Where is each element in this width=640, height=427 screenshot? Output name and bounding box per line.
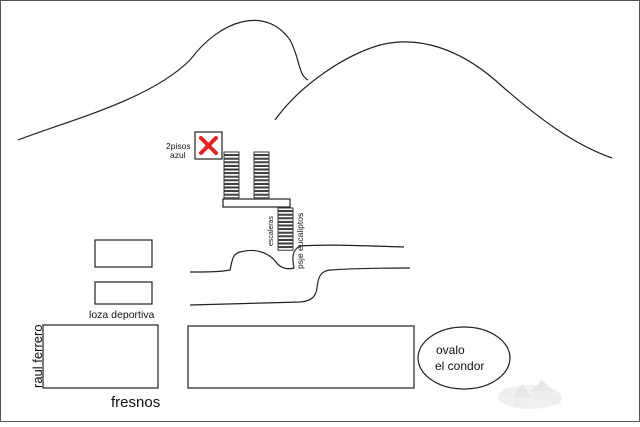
stairs-left bbox=[223, 151, 240, 199]
escaleras-label: escaleras bbox=[268, 216, 275, 246]
mountain-left-ridge bbox=[17, 19, 309, 141]
stair-step bbox=[253, 176, 270, 181]
stairs-middle bbox=[253, 151, 270, 199]
road-lower bbox=[189, 267, 411, 306]
stair-step bbox=[253, 165, 270, 170]
stair-step bbox=[223, 183, 240, 188]
stair-step bbox=[277, 232, 294, 237]
stair-step bbox=[253, 158, 270, 163]
stair-step bbox=[223, 176, 240, 181]
stairs-escaleras bbox=[277, 207, 294, 251]
stair-step bbox=[277, 225, 294, 230]
stair-step bbox=[253, 173, 270, 177]
house-watermark-icon bbox=[498, 380, 562, 409]
stair-step bbox=[223, 180, 240, 184]
stair-step bbox=[253, 183, 270, 188]
stair-step bbox=[277, 239, 294, 244]
x-mark-icon bbox=[199, 136, 218, 155]
road-upper bbox=[189, 244, 405, 273]
raul-ferrero-label: raul ferrero bbox=[30, 324, 45, 388]
mountain-right-ridge bbox=[274, 41, 613, 159]
stair-step bbox=[253, 180, 270, 184]
block-fresnos bbox=[187, 325, 415, 389]
ovalo-label-line2: el condor bbox=[435, 359, 484, 373]
stair-step bbox=[253, 187, 270, 192]
stair-step bbox=[253, 155, 270, 159]
loza-deportiva-label: loza deportiva bbox=[89, 309, 155, 321]
destination-marker[interactable] bbox=[194, 131, 223, 160]
stair-step bbox=[223, 151, 240, 156]
ovalo-el-condor[interactable] bbox=[417, 326, 511, 390]
fresnos-label: fresnos bbox=[111, 394, 160, 411]
stair-step bbox=[253, 162, 270, 166]
house-note-line2: azul bbox=[170, 150, 186, 160]
stair-step bbox=[277, 218, 294, 222]
stair-step bbox=[277, 211, 294, 215]
block-raul-ferrero bbox=[42, 324, 159, 389]
landing-platform bbox=[222, 198, 291, 208]
stair-step bbox=[223, 187, 240, 192]
stair-step bbox=[223, 194, 240, 199]
stair-step bbox=[223, 155, 240, 159]
stair-step bbox=[277, 236, 294, 240]
stair-step bbox=[253, 151, 270, 156]
stair-step bbox=[277, 207, 294, 212]
loza-deportiva-block[interactable] bbox=[94, 281, 153, 305]
stair-step bbox=[277, 243, 294, 248]
stair-step bbox=[253, 194, 270, 199]
house-note-line1: 2pisos bbox=[166, 141, 191, 151]
stair-step bbox=[253, 169, 270, 174]
stair-step bbox=[253, 191, 270, 195]
stair-step bbox=[277, 229, 294, 233]
stair-step bbox=[223, 169, 240, 174]
stair-step bbox=[223, 173, 240, 177]
stair-step bbox=[223, 162, 240, 166]
stair-step bbox=[223, 191, 240, 195]
stair-step bbox=[277, 214, 294, 219]
stair-step bbox=[223, 165, 240, 170]
psje-eucaliptos-label: psje eucaliptos bbox=[295, 213, 305, 269]
stair-step bbox=[223, 158, 240, 163]
stair-step bbox=[277, 221, 294, 226]
block-upper-left bbox=[94, 239, 153, 268]
ovalo-label-line1: ovalo bbox=[436, 343, 465, 357]
stair-step bbox=[277, 247, 294, 251]
